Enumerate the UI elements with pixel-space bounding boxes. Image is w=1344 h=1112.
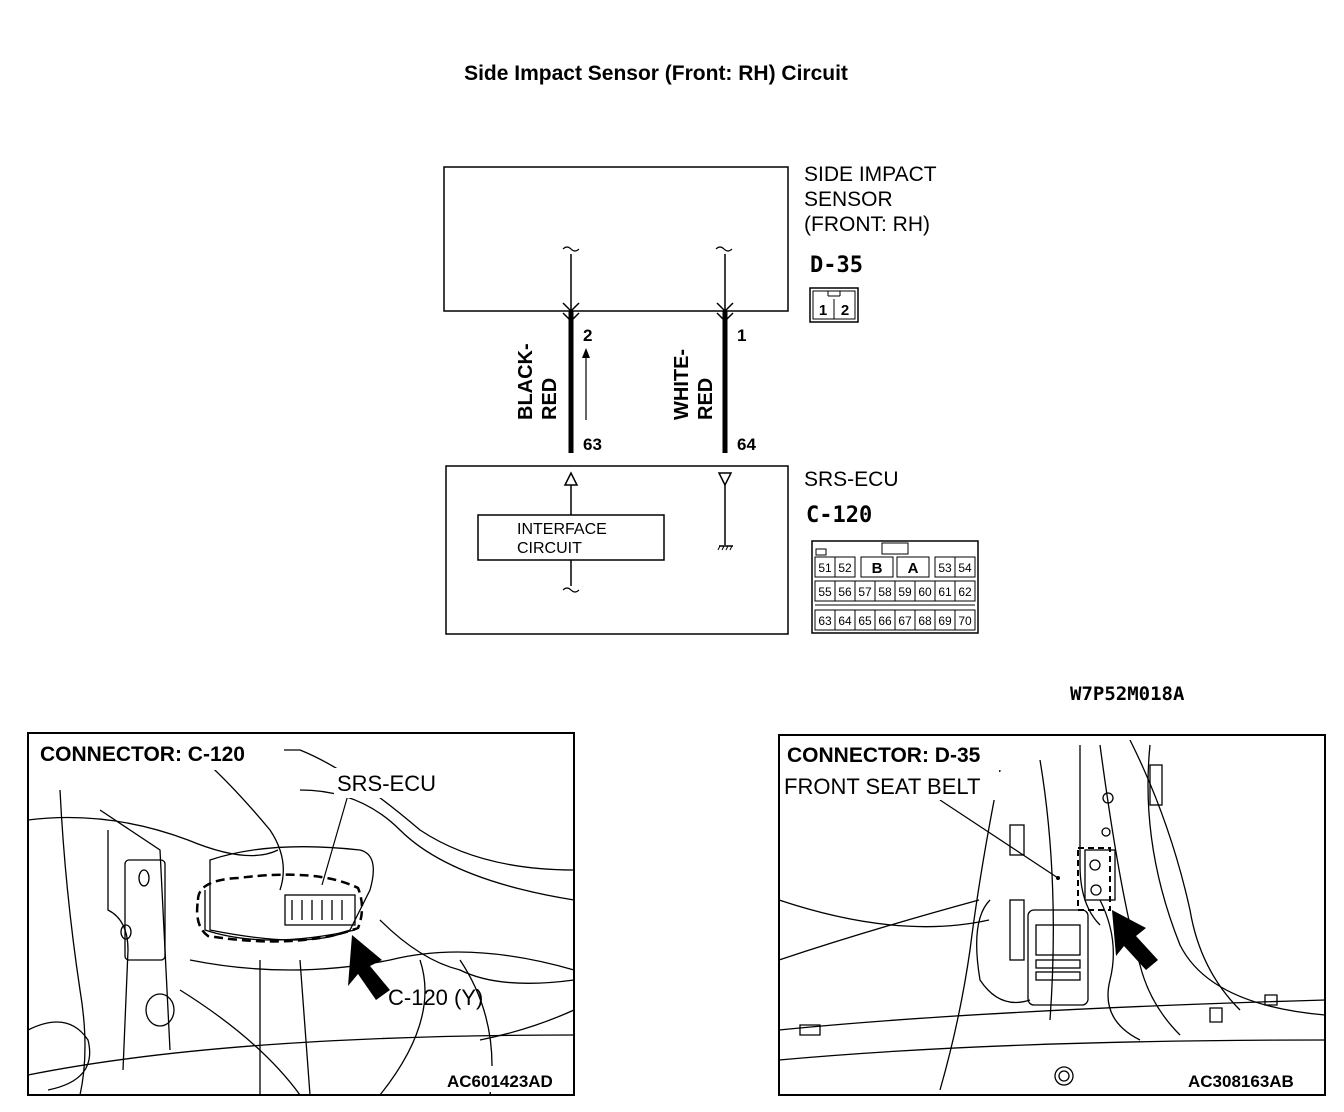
wire2-ecu-pin: 64 xyxy=(737,435,756,454)
sensor-box xyxy=(443,166,789,312)
interface-line-2: CIRCUIT xyxy=(517,540,582,557)
wire-break-mark xyxy=(562,246,580,252)
ecu-pin: 58 xyxy=(878,585,892,599)
ecu-pin: 63 xyxy=(818,614,832,628)
ecu-pin: 52 xyxy=(838,561,852,575)
sensor-name-line-2: SENSOR xyxy=(804,188,893,211)
ecu-pin: 55 xyxy=(818,585,832,599)
terminal-triangle xyxy=(717,472,733,487)
ecu-connector-code: C-120 xyxy=(806,503,872,528)
photo-right-callout-belt: FRONT SEAT BELT xyxy=(784,774,980,799)
ecu-pin: 68 xyxy=(918,614,932,628)
pointer-arrow-icon xyxy=(1112,910,1158,970)
sensor-name-line-3: (FRONT: RH) xyxy=(804,213,930,236)
ecu-pin: 60 xyxy=(918,585,932,599)
photo-right-header: CONNECTOR: D-35 xyxy=(787,744,981,767)
wire-break-mark xyxy=(562,587,580,593)
ecu-name: SRS-ECU xyxy=(804,468,899,491)
sensor-pin-1: 1 xyxy=(819,302,827,319)
ecu-pin: 56 xyxy=(838,585,852,599)
ecu-pin: 70 xyxy=(958,614,972,628)
wire2-color-line-2: RED xyxy=(695,378,717,420)
interface-line-1: INTERFACE xyxy=(517,521,607,538)
ecu-pin: 62 xyxy=(958,585,972,599)
photo-left-code: AC601423AD xyxy=(447,1072,553,1091)
diagram-code: W7P52M018A xyxy=(1070,683,1185,705)
ecu-pin: 51 xyxy=(818,561,832,575)
wire1-ecu-pin: 63 xyxy=(583,435,602,454)
ecu-pin: 69 xyxy=(938,614,952,628)
wire2-sensor-pin: 1 xyxy=(737,326,746,345)
sensor-connector-code: D-35 xyxy=(810,253,863,278)
ecu-pin: 54 xyxy=(958,561,972,575)
diagram-title: Side Impact Sensor (Front: RH) Circuit xyxy=(464,62,848,85)
sensor-pin-2: 2 xyxy=(841,302,849,319)
ecu-pin: 61 xyxy=(938,585,952,599)
wire2-color-line-1: WHITE- xyxy=(671,349,693,420)
photo-left xyxy=(27,732,575,1096)
wire1-color-line-1: BLACK- xyxy=(515,343,537,420)
photo-right-code: AC308163AB xyxy=(1188,1072,1294,1091)
sensor-name-line-1: SIDE IMPACT xyxy=(804,163,937,186)
wire-break-mark xyxy=(715,246,733,252)
ecu-pin: A xyxy=(908,560,919,577)
ecu-box xyxy=(445,465,789,635)
ecu-pin: 64 xyxy=(838,614,852,628)
pointer-arrow-icon xyxy=(348,935,390,1000)
wire1-color-line-2: RED xyxy=(539,378,561,420)
ecu-pin: 66 xyxy=(878,614,892,628)
terminal-triangle xyxy=(563,471,579,486)
ecu-pin: B xyxy=(872,560,883,577)
ecu-pin: 59 xyxy=(898,585,912,599)
photo-left-header: CONNECTOR: C-120 xyxy=(40,743,245,766)
photo-left-callout-connector: C-120 (Y) xyxy=(388,985,483,1010)
sensor-connector-face: 1 2 xyxy=(809,287,859,323)
interface-circuit-box xyxy=(477,514,665,561)
ecu-connector-face: 51 52 B A 53 54 55 56 57 58 59 60 61 62 xyxy=(811,540,979,634)
wire1-sensor-pin: 2 xyxy=(583,326,592,345)
ecu-pin: 67 xyxy=(898,614,912,628)
ecu-pin: 65 xyxy=(858,614,872,628)
photo-right xyxy=(778,734,1326,1096)
photo-left-callout-ecu: SRS-ECU xyxy=(337,771,436,796)
ground-icon xyxy=(717,545,733,551)
ecu-pin: 53 xyxy=(938,561,952,575)
ecu-pin: 57 xyxy=(858,585,872,599)
